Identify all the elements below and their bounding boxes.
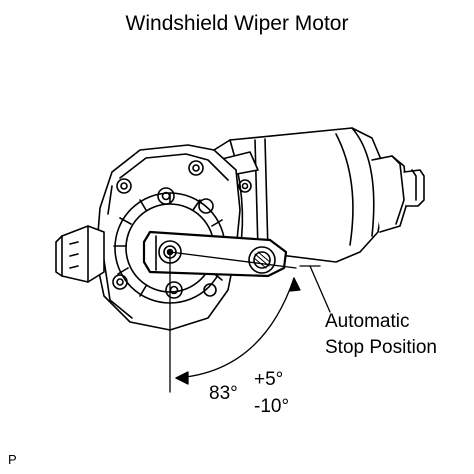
angle-arc	[175, 277, 301, 385]
angle-tolerance-plus: +5°	[254, 369, 284, 390]
electrical-connector	[55, 225, 105, 283]
angle-tolerance-minus: -10°	[254, 396, 290, 417]
callout-stop-position: Stop Position	[325, 337, 437, 358]
angle-value: 83°	[209, 383, 238, 404]
motor-cylinder	[213, 127, 425, 263]
crank-arm	[142, 230, 288, 278]
callout-automatic: Automatic	[325, 311, 410, 332]
diagram-title: Windshield Wiper Motor	[125, 12, 349, 35]
reference-lines	[169, 251, 331, 393]
corner-mark: P	[8, 452, 17, 467]
